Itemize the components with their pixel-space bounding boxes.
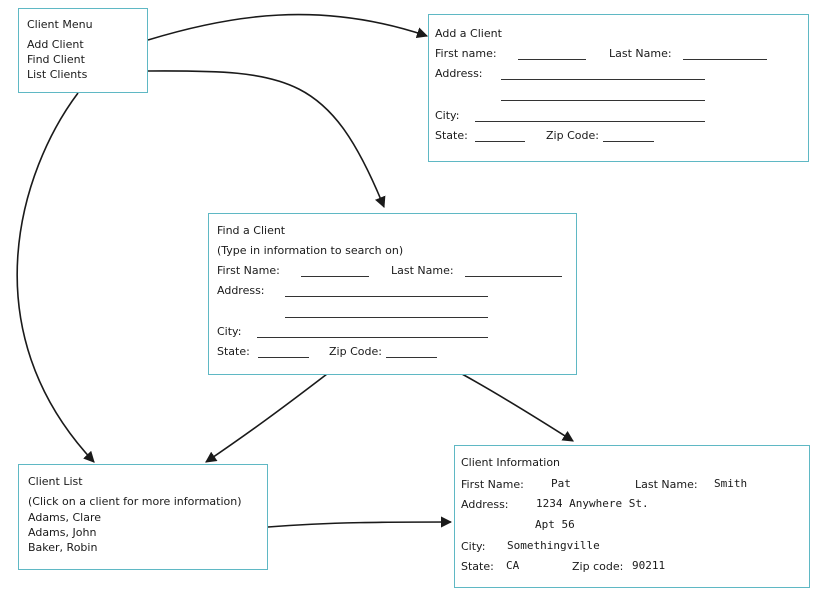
find-client-subtitle: (Type in information to search on) (217, 244, 404, 257)
add-city-label: City: (435, 109, 460, 122)
find-zip-field[interactable] (386, 357, 437, 358)
info-city-value: Somethingville (507, 539, 600, 552)
find-address-field-2[interactable] (285, 317, 488, 318)
add-state-label: State: (435, 129, 468, 142)
arrow-find-to-info (461, 373, 574, 442)
add-zip-field[interactable] (603, 141, 654, 142)
find-last-name-label: Last Name: (391, 264, 454, 277)
add-address-field-1[interactable] (501, 79, 705, 80)
find-last-name-field[interactable] (465, 276, 562, 277)
find-first-name-label: First Name: (217, 264, 280, 277)
add-last-name-field[interactable] (683, 59, 767, 60)
arrow-menu-to-list (16, 92, 95, 463)
client-info-title: Client Information (461, 456, 561, 469)
menu-item-find-client[interactable]: Find Client (27, 53, 85, 66)
info-zip-label: Zip code: (572, 560, 624, 573)
client-list-item[interactable]: Baker, Robin (28, 541, 98, 554)
add-address-field-2[interactable] (501, 100, 705, 101)
info-address-line2: Apt 56 (535, 518, 575, 531)
find-city-field[interactable] (257, 337, 488, 338)
client-info-panel: Client Information First Name: Pat Last … (454, 445, 810, 588)
find-address-label: Address: (217, 284, 265, 297)
add-first-name-label: First name: (435, 47, 497, 60)
find-address-field-1[interactable] (285, 296, 488, 297)
client-menu-title: Client Menu (27, 18, 93, 31)
add-client-title: Add a Client (435, 27, 502, 40)
add-client-panel: Add a Client First name: Last Name: Addr… (428, 14, 809, 162)
info-state-label: State: (461, 560, 494, 573)
add-address-label: Address: (435, 67, 483, 80)
find-first-name-field[interactable] (301, 276, 369, 277)
client-list-item[interactable]: Adams, John (28, 526, 97, 539)
arrow-find-to-list (205, 373, 328, 463)
add-state-field[interactable] (475, 141, 525, 142)
find-client-title: Find a Client (217, 224, 286, 237)
info-address-line1: 1234 Anywhere St. (536, 497, 649, 510)
add-city-field[interactable] (475, 121, 705, 122)
menu-item-add-client[interactable]: Add Client (27, 38, 84, 51)
add-last-name-label: Last Name: (609, 47, 672, 60)
client-list-item[interactable]: Adams, Clare (28, 511, 102, 524)
arrow-menu-to-add (147, 13, 429, 41)
find-state-label: State: (217, 345, 250, 358)
client-list-panel: Client List (Click on a client for more … (18, 464, 268, 570)
client-menu-panel: Client Menu Add Client Find Client List … (18, 8, 148, 93)
info-city-label: City: (461, 540, 486, 553)
client-list-title: Client List (28, 475, 83, 488)
arrow-menu-to-find (147, 70, 386, 209)
info-first-name-label: First Name: (461, 478, 524, 491)
find-client-panel: Find a Client (Type in information to se… (208, 213, 577, 375)
info-first-name-value: Pat (551, 477, 571, 490)
info-zip-value: 90211 (632, 559, 666, 572)
info-last-name-value: Smith (714, 477, 748, 490)
arrow-list-to-info (267, 516, 453, 528)
info-state-value: CA (506, 559, 520, 572)
find-city-label: City: (217, 325, 242, 338)
client-list-subtitle: (Click on a client for more information) (28, 495, 242, 508)
info-address-label: Address: (461, 498, 509, 511)
info-last-name-label: Last Name: (635, 478, 698, 491)
find-zip-label: Zip Code: (329, 345, 382, 358)
find-state-field[interactable] (258, 357, 309, 358)
add-first-name-field[interactable] (518, 59, 586, 60)
add-zip-label: Zip Code: (546, 129, 599, 142)
menu-item-list-clients[interactable]: List Clients (27, 68, 88, 81)
